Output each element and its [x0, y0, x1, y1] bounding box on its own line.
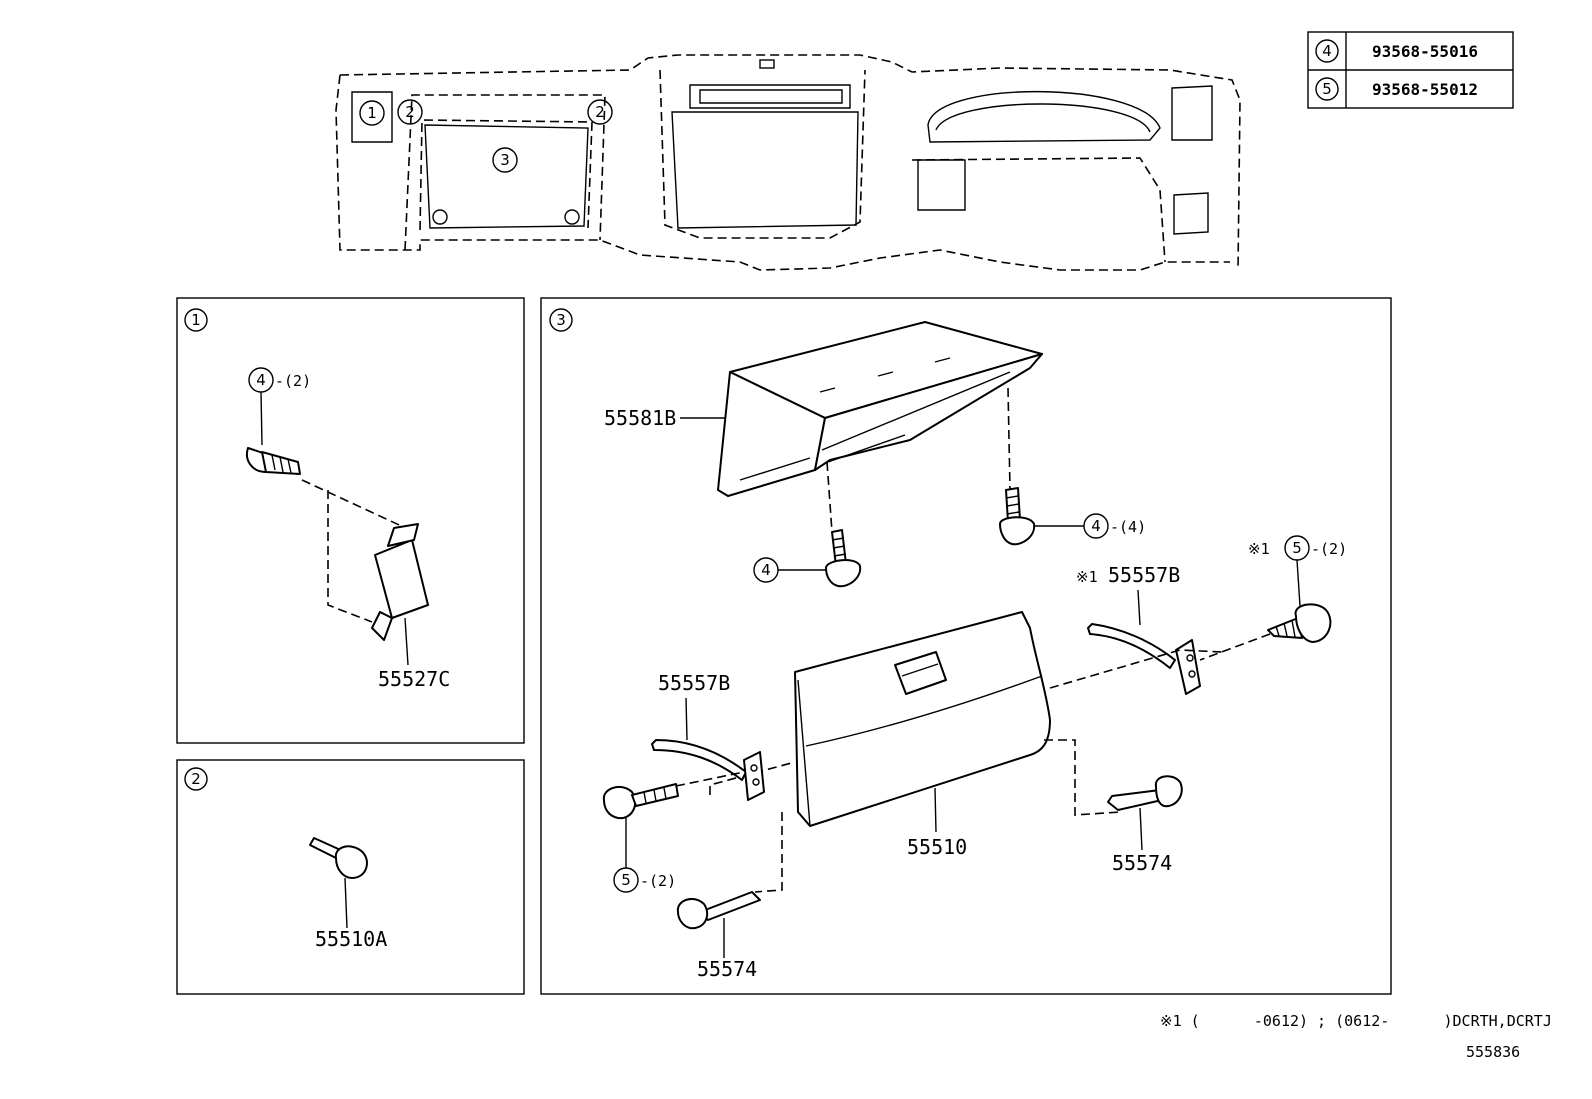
assembly-line	[1049, 649, 1223, 689]
legend-row-5: 5 93568-55012	[1315, 77, 1478, 101]
hinge-right-part-label: 55557B	[1108, 563, 1180, 587]
assembly-line	[754, 812, 783, 893]
leader-line	[344, 877, 348, 929]
panel-2-frame	[176, 759, 525, 995]
assembly-line	[1199, 633, 1271, 661]
screw-ref: 4	[761, 561, 771, 579]
bracket-part-label: 55527C	[378, 667, 450, 691]
door-part-label: 55510	[907, 835, 967, 859]
panel-3: 3 55581B 4 4 -(4)	[540, 297, 1392, 995]
legend-part-number: 93568-55016	[1372, 42, 1478, 61]
callout-circle	[397, 99, 423, 125]
legend-table: 4 93568-55016 5 93568-55012	[1307, 31, 1514, 109]
panel-2: 2 55510A	[176, 759, 525, 995]
screw-qty: -(2)	[275, 372, 311, 390]
stop-right-part-label: 55574	[1112, 851, 1172, 875]
panel-2-badge	[184, 767, 208, 791]
screw-qty: -(4)	[1110, 518, 1146, 536]
glove-box-door-icon	[794, 611, 1051, 827]
callout-circle	[587, 99, 613, 125]
legend-row-4: 4 93568-55016	[1315, 39, 1478, 63]
glove-box-part-label: 55581B	[604, 406, 676, 430]
callout-number: 2	[405, 103, 415, 121]
screw-ref: 4	[1091, 517, 1101, 535]
leader-line	[1296, 559, 1301, 607]
overview-callout-1: 1	[359, 100, 385, 126]
screw-qty: -(2)	[1311, 540, 1347, 558]
callout-number: 1	[367, 104, 377, 122]
diagram-id: 555836	[1466, 1043, 1520, 1061]
hinge-left-part-label: 55557B	[658, 671, 730, 695]
screw-ref: 4	[256, 371, 266, 389]
panel-1-number: 1	[191, 311, 201, 329]
stopper-icon	[309, 837, 368, 879]
assembly-line	[1007, 387, 1011, 491]
screw-ref-circle	[613, 867, 639, 893]
screw-icon	[1267, 603, 1332, 643]
leader-line	[1139, 807, 1143, 851]
panel-1-frame	[176, 297, 525, 744]
screw-ref: 5	[621, 871, 631, 889]
leader-line	[404, 617, 409, 666]
panel-2-number: 2	[191, 770, 201, 788]
assembly-line	[301, 479, 411, 531]
note-mark: ※1	[1076, 568, 1098, 586]
screw-icon	[999, 487, 1036, 546]
assembly-line	[675, 771, 745, 787]
panel-3-badge	[549, 308, 573, 332]
panel-3-frame	[540, 297, 1392, 995]
overview-callout-2-right: 2	[587, 99, 613, 125]
legend-part-number: 93568-55012	[1372, 80, 1478, 99]
stop-left-part-label: 55574	[697, 957, 757, 981]
dashboard-overview	[335, 54, 1241, 271]
screw-icon	[602, 783, 679, 820]
screw-ref: 5	[1292, 539, 1302, 557]
hinge-icon	[1087, 623, 1201, 695]
glove-box-icon	[717, 321, 1043, 497]
stopper-icon	[1107, 775, 1183, 811]
assembly-line	[826, 461, 833, 533]
screw-icon	[246, 447, 301, 475]
assembly-line	[709, 761, 796, 795]
leader-line	[260, 391, 263, 446]
legend-ref: 4	[1322, 42, 1332, 60]
assembly-line	[327, 490, 373, 623]
leader-line	[685, 697, 688, 741]
panel-3-number: 3	[556, 311, 566, 329]
assembly-line	[1044, 739, 1121, 816]
callout-circle	[492, 147, 518, 173]
leader-line	[934, 787, 937, 833]
note-mark: ※1	[1248, 540, 1270, 558]
stopper-part-label: 55510A	[315, 927, 387, 951]
screw-qty: -(2)	[640, 872, 676, 890]
callout-number: 2	[595, 103, 605, 121]
callout-number: 3	[500, 151, 510, 169]
stopper-icon	[676, 891, 761, 930]
leader-line	[1137, 589, 1141, 626]
panel-1: 1 4 -(2) 55527C	[176, 297, 525, 744]
bracket-icon	[371, 523, 429, 641]
overview-callout-3: 3	[492, 147, 518, 173]
callout-circle	[359, 100, 385, 126]
legend-ref: 5	[1322, 80, 1332, 98]
applicability-footnote: ※1 ( -0612) ; (0612- )DCRTH,DCRTJ	[1160, 1012, 1552, 1030]
hinge-icon	[651, 739, 765, 801]
overview-callout-2-left: 2	[397, 99, 423, 125]
panel-1-badge	[184, 308, 208, 332]
screw-icon	[825, 529, 862, 588]
